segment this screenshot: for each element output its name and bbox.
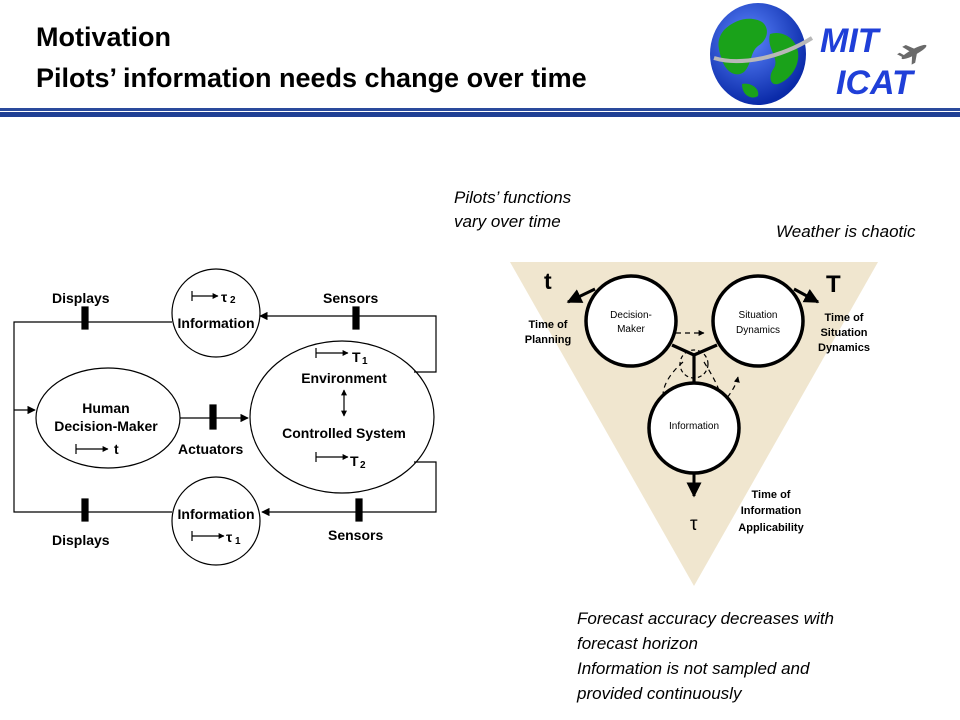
forecast-note: Forecast accuracy decreases with forecas… xyxy=(577,606,834,706)
sensors-bar-top xyxy=(352,306,360,330)
logo-text-icat: ICAT xyxy=(836,64,916,102)
symbol-t: t xyxy=(544,268,552,294)
label-time-of-situation-3: Dynamics xyxy=(818,342,870,354)
pilots-functions-note-line2: vary over time xyxy=(454,212,561,231)
displays-bar-top xyxy=(81,306,89,330)
sensor-line-top xyxy=(259,311,437,373)
pilot-functions-diagram xyxy=(510,262,878,586)
label-tau1-subscript: 1 xyxy=(235,536,241,547)
information-note-line2: provided continuously xyxy=(577,684,742,703)
tau1-timer-arrow xyxy=(191,531,225,541)
label-situation-dynamics-1: Situation xyxy=(739,310,778,321)
information-note-line1: Information is not sampled and xyxy=(577,659,810,678)
label-T1: T xyxy=(352,349,361,365)
display-line-bottom xyxy=(13,410,172,513)
mit-icat-logo: MIT ICAT xyxy=(710,3,927,105)
environment-node xyxy=(249,340,435,494)
label-decision-maker-2: Maker xyxy=(617,324,645,335)
label-time-of-situation-1: Time of xyxy=(825,312,864,324)
label-time-of-information-2: Information xyxy=(741,505,802,517)
label-decision-maker-1: Decision- xyxy=(610,310,652,321)
displays-bar-bottom xyxy=(81,498,89,522)
T2-timer-arrow xyxy=(315,452,349,462)
forecast-note-line1: Forecast accuracy decreases with xyxy=(577,609,834,628)
label-sensors-bottom: Sensors xyxy=(328,527,383,543)
weather-note: Weather is chaotic xyxy=(776,222,916,241)
globe-icon xyxy=(710,3,814,105)
label-controlled-system: Controlled System xyxy=(282,425,406,441)
symbol-tau: τ xyxy=(690,514,698,535)
header-rule-thin xyxy=(0,108,960,111)
label-T2-subscript: 2 xyxy=(360,460,366,471)
display-line-top xyxy=(13,321,172,410)
label-displays-top: Displays xyxy=(52,290,110,306)
situation-time-arrow xyxy=(793,287,820,304)
label-tau1-symbol: τ xyxy=(226,529,233,545)
airplane-icon xyxy=(897,44,927,65)
label-time-of-information-3: Applicability xyxy=(738,522,804,534)
pilot-functions-labels: t T τ Time of Planning Time of Situation… xyxy=(525,268,870,535)
label-time-of-information-1: Time of xyxy=(752,489,791,501)
label-time-of-planning-1: Time of xyxy=(529,319,568,331)
label-tau2-symbol: τ xyxy=(221,289,228,305)
situation-dynamics-circle xyxy=(711,274,805,368)
T1-timer-arrow xyxy=(315,348,349,358)
control-loop-diagram xyxy=(13,268,437,566)
forecast-note-line2: forecast horizon xyxy=(577,634,698,653)
label-human: Human xyxy=(82,400,129,416)
t-timer-arrow xyxy=(75,444,109,454)
time-scale-arrows xyxy=(566,287,820,498)
actuators-bar xyxy=(209,404,217,430)
planning-time-arrow xyxy=(566,287,596,304)
sensor-line-bottom xyxy=(261,461,437,517)
header-rule-thick xyxy=(0,112,960,117)
label-sensors-top: Sensors xyxy=(323,290,378,306)
label-information-top: Information xyxy=(178,315,255,331)
information-node-top xyxy=(171,268,261,358)
label-time-of-planning-2: Planning xyxy=(525,334,571,346)
label-displays-bottom: Displays xyxy=(52,532,110,548)
label-information-bottom: Information xyxy=(178,506,255,522)
label-actuators: Actuators xyxy=(178,441,244,457)
pilots-functions-note: Pilots’ functions vary over time xyxy=(454,186,571,234)
slide-subtitle: Pilots’ information needs change over ti… xyxy=(36,63,587,93)
function-nodes xyxy=(584,274,805,475)
central-junction xyxy=(671,343,718,386)
symbol-T: T xyxy=(826,271,841,298)
label-tau2-subscript: 2 xyxy=(230,295,236,306)
label-environment: Environment xyxy=(301,370,387,386)
slide-title: Motivation xyxy=(36,22,171,52)
decision-maker-circle xyxy=(584,274,678,368)
sensors-bar-bottom xyxy=(355,498,363,522)
label-information-node: Information xyxy=(669,421,719,432)
logo-text-mit: MIT xyxy=(820,22,882,60)
label-T2: T xyxy=(350,453,359,469)
tau2-timer-arrow xyxy=(191,291,219,301)
pilots-functions-note-line1: Pilots’ functions xyxy=(454,188,572,207)
information-node-bottom xyxy=(171,476,261,566)
label-human-t: t xyxy=(114,441,119,457)
label-time-of-situation-2: Situation xyxy=(820,327,867,339)
label-decision-maker: Decision-Maker xyxy=(54,418,158,434)
label-T1-subscript: 1 xyxy=(362,356,368,367)
control-loop-labels: Displays Sensors Displays Sensors τ 2 In… xyxy=(52,289,406,548)
label-situation-dynamics-2: Dynamics xyxy=(736,325,780,336)
